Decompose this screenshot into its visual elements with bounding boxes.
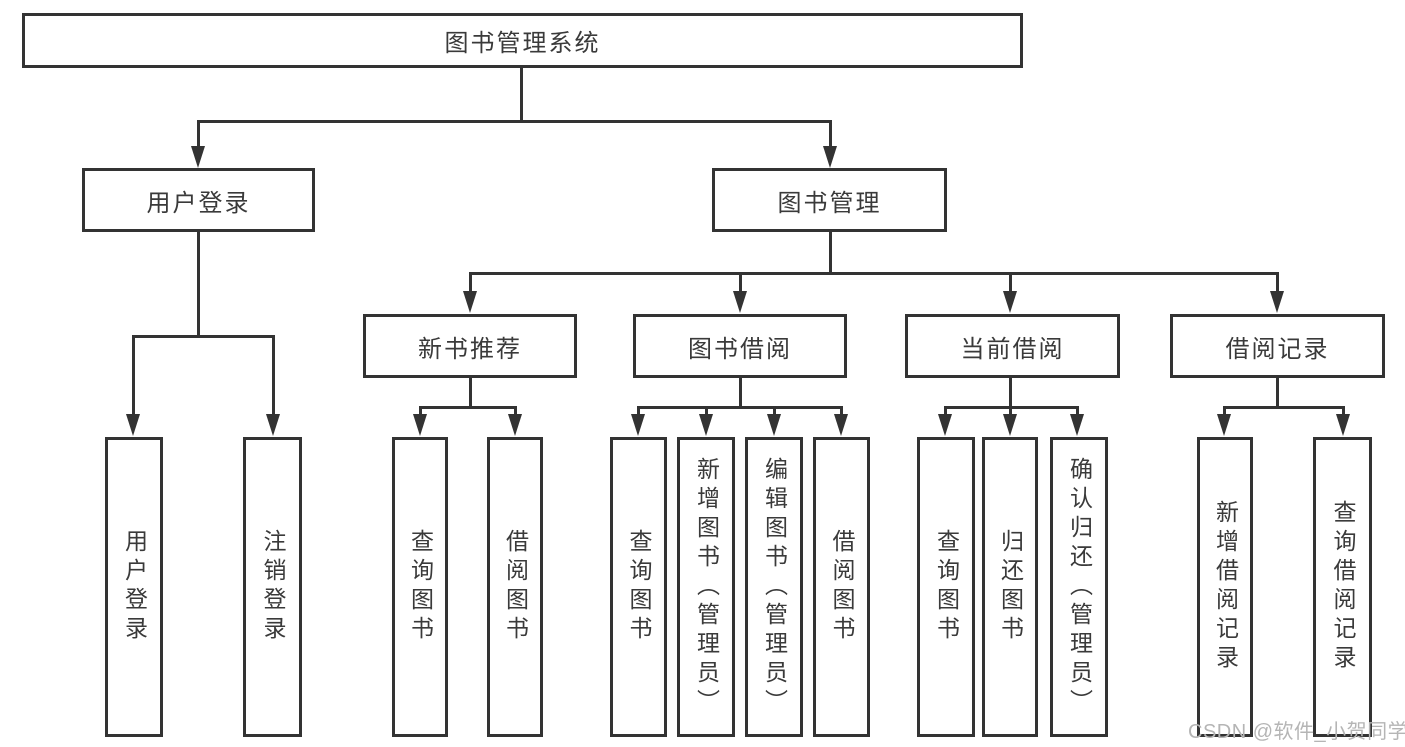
leaf-label: 新增图书（管理员） [693,456,720,718]
arrowhead-down [413,414,427,436]
arrowhead-down [463,291,477,313]
leaf-newrec-borrow-books: 借阅图书 [487,437,543,737]
arrowhead-down [1003,414,1017,436]
arrowhead-down [631,414,645,436]
leaf-edit-book-admin: 编辑图书（管理员） [745,437,803,737]
arrowhead-down [823,146,837,168]
arrowhead-down [1070,414,1084,436]
connector-vline [419,406,422,416]
arrowhead-down [1217,414,1231,436]
leaf-borrow-query-books: 查询图书 [610,437,667,737]
leaf-label: 注销登录 [260,529,286,645]
leaf-current-query-books: 查询图书 [917,437,975,737]
leaf-label: 查询借阅记录 [1330,500,1356,674]
arrowhead-down [938,414,952,436]
arrowhead-down [1336,414,1350,436]
leaf-label: 查询图书 [407,529,434,645]
arrowhead-down [191,146,205,168]
leaf-label: 新增借阅记录 [1212,500,1239,674]
connector-vline [773,406,776,416]
node-label: 图书管理 [777,189,882,217]
leaf-label: 查询图书 [626,529,652,645]
leaf-user-login: 用户登录 [105,437,163,737]
connector-vline [840,406,843,416]
node-label: 用户登录 [146,189,251,217]
arrowhead-down [1270,291,1284,313]
connector-vline [705,406,708,416]
arrowhead-down [508,414,522,436]
node-new-book-recommend: 新书推荐 [363,314,577,378]
connector-vline [1076,406,1079,416]
connector-vline [469,378,472,409]
leaf-label: 确认归还（管理员） [1066,456,1093,718]
arrowhead-down [1003,291,1017,313]
connector-vline [514,406,517,416]
connector-hline [469,272,1279,275]
node-label: 当前借阅 [960,335,1065,363]
arrowhead-down [733,291,747,313]
connector-vline [1009,406,1012,416]
connector-hline [637,406,843,409]
connector-vline [1276,378,1279,409]
connector-vline [520,68,523,122]
connector-hline [132,335,275,338]
connector-vline [197,120,200,148]
node-library-management-system: 图书管理系统 [22,13,1023,68]
connector-vline [1342,406,1345,416]
leaf-label: 归还图书 [997,529,1024,645]
connector-vline [637,406,640,416]
node-book-management: 图书管理 [712,168,947,232]
csdn-watermark: CSDN @软件_小贺同学 [1188,721,1405,743]
connector-hline [1223,406,1345,409]
connector-vline [469,272,472,293]
connector-vline [829,232,832,275]
connector-vline [1223,406,1226,416]
node-book-borrow: 图书借阅 [633,314,847,378]
connector-vline [829,120,832,148]
connector-vline [1009,272,1012,293]
leaf-label: 查询图书 [933,529,960,645]
connector-vline [197,232,200,337]
arrowhead-down [834,414,848,436]
node-user-login: 用户登录 [82,168,315,232]
connector-vline [739,272,742,293]
leaf-label: 借阅图书 [829,529,855,645]
connector-vline [1009,378,1012,409]
arrowhead-down [126,414,140,436]
leaf-label: 借阅图书 [502,529,529,645]
connector-hline [197,120,832,123]
leaf-return-book: 归还图书 [982,437,1038,737]
leaf-add-book-admin: 新增图书（管理员） [677,437,735,737]
connector-vline [132,335,135,415]
node-label: 新书推荐 [418,335,522,363]
node-current-borrow: 当前借阅 [905,314,1120,378]
leaf-newrec-query-books: 查询图书 [392,437,448,737]
leaf-label: 用户登录 [121,529,148,645]
connector-vline [272,335,275,415]
node-label: 图书借阅 [688,335,792,363]
leaf-add-borrow-record: 新增借阅记录 [1197,437,1253,737]
node-label: 图书管理系统 [444,30,601,57]
connector-vline [739,378,742,409]
connector-vline [1276,272,1279,293]
leaf-logout: 注销登录 [243,437,302,737]
node-label: 借阅记录 [1225,335,1330,363]
leaf-query-borrow-record: 查询借阅记录 [1313,437,1372,737]
arrowhead-down [699,414,713,436]
leaf-label: 编辑图书（管理员） [761,456,788,718]
arrowhead-down [767,414,781,436]
connector-vline [944,406,947,416]
node-borrow-records: 借阅记录 [1170,314,1385,378]
leaf-confirm-return-admin: 确认归还（管理员） [1050,437,1108,737]
connector-hline [419,406,517,409]
arrowhead-down [266,414,280,436]
leaf-borrow-borrow-books: 借阅图书 [813,437,870,737]
